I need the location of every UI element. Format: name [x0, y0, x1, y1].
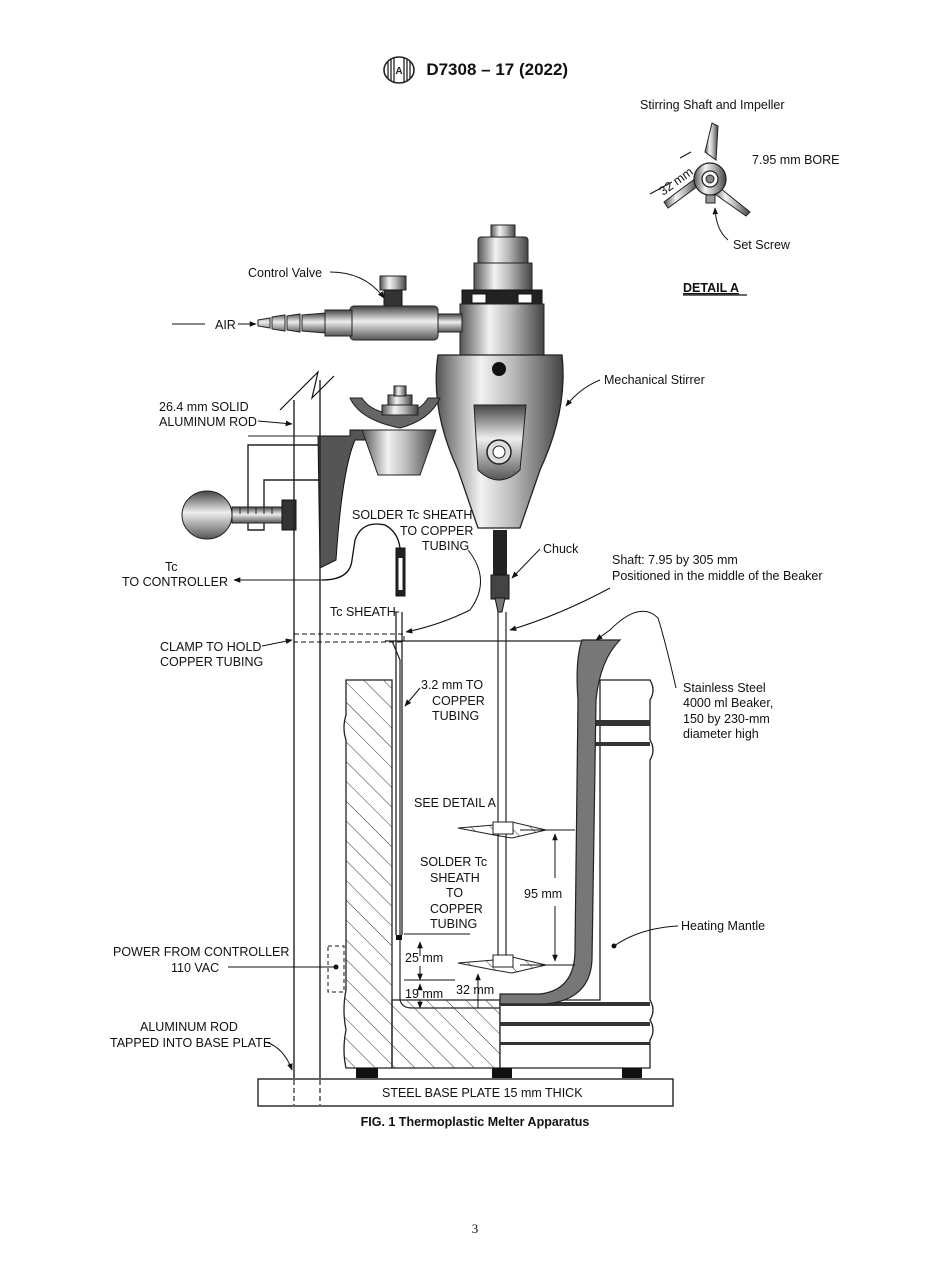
tc-label-1: Tc	[165, 560, 178, 574]
svg-text:A: A	[395, 66, 402, 77]
solder-label-2: TO COPPER	[400, 524, 473, 538]
tube-label-1: 3.2 mm TO	[421, 678, 483, 692]
copper-tube	[395, 612, 403, 940]
astm-logo: A	[383, 56, 415, 84]
figure-caption: FIG. 1 Thermoplastic Melter Apparatus	[360, 1115, 590, 1129]
solder-label-1: SOLDER Tc SHEATH	[352, 508, 472, 522]
alrod-label-2: TAPPED INTO BASE PLATE	[110, 1036, 271, 1050]
detail-bore: 7.95 mm BORE	[752, 153, 840, 167]
detail-set-screw: Set Screw	[733, 238, 791, 252]
dim-19: 19 mm	[405, 987, 443, 1001]
document-id: D7308 – 17 (2022)	[426, 60, 569, 79]
power-label-1: POWER FROM CONTROLLER	[113, 945, 289, 959]
power-label-2: 110 VAC	[171, 961, 219, 975]
page-number: 3	[471, 1221, 479, 1236]
beaker-label-3: 150 by 230-mm	[683, 712, 770, 726]
beaker-label-2: 4000 ml Beaker,	[683, 696, 773, 710]
clamp-assembly	[181, 385, 441, 569]
rod-label-1: 26.4 mm SOLID	[159, 400, 249, 414]
clamp-label-1: CLAMP TO HOLD	[160, 640, 261, 654]
dim-95: 95 mm	[524, 887, 562, 901]
page-header: A D7308 – 17 (2022)	[0, 55, 950, 85]
impeller-detail	[649, 122, 751, 241]
alrod-label-1: ALUMINUM ROD	[140, 1020, 238, 1034]
detail-title: Stirring Shaft and Impeller	[640, 98, 785, 112]
beaker-label-1: Stainless Steel	[683, 681, 766, 695]
air-label: AIR	[215, 318, 236, 332]
heating-mantle-label: Heating Mantle	[681, 919, 765, 933]
steel-base-plate	[257, 1078, 674, 1107]
shaft-label-1: Shaft: 7.95 by 305 mm	[612, 553, 738, 567]
solder-label-3: TUBING	[422, 539, 469, 553]
tube-label-2: COPPER	[432, 694, 485, 708]
clamp-label-2: COPPER TUBING	[160, 655, 263, 669]
dim-32: 32 mm	[456, 983, 494, 997]
control-valve-label: Control Valve	[248, 266, 322, 280]
rod-label-2: ALUMINUM ROD	[159, 415, 257, 429]
heating-mantle	[343, 679, 654, 1078]
see-detail-label: SEE DETAIL A	[414, 796, 497, 810]
tc-label-2: TO CONTROLLER	[122, 575, 228, 589]
shaft-label-2: Positioned in the middle of the Beaker	[612, 569, 823, 583]
chuck-label: Chuck	[543, 542, 579, 556]
detail-a-label: DETAIL A	[683, 281, 739, 295]
control-valve	[257, 275, 463, 341]
solder2-label-3: TO	[446, 886, 463, 900]
mechanical-stirrer	[435, 224, 564, 613]
beaker-label-4: diameter high	[683, 727, 759, 741]
base-plate-label: STEEL BASE PLATE 15 mm THICK	[382, 1086, 583, 1100]
solder2-label-2: SHEATH	[430, 871, 480, 885]
solder2-label-4: COPPER	[430, 902, 483, 916]
tc-sheath-label: Tc SHEATH	[330, 605, 396, 619]
solder2-label-1: SOLDER Tc	[420, 855, 487, 869]
tube-label-3: TUBING	[432, 709, 479, 723]
solder2-label-5: TUBING	[430, 917, 477, 931]
stainless-beaker	[385, 639, 622, 1005]
dim-25: 25 mm	[405, 951, 443, 965]
mech-stirrer-label: Mechanical Stirrer	[604, 373, 705, 387]
